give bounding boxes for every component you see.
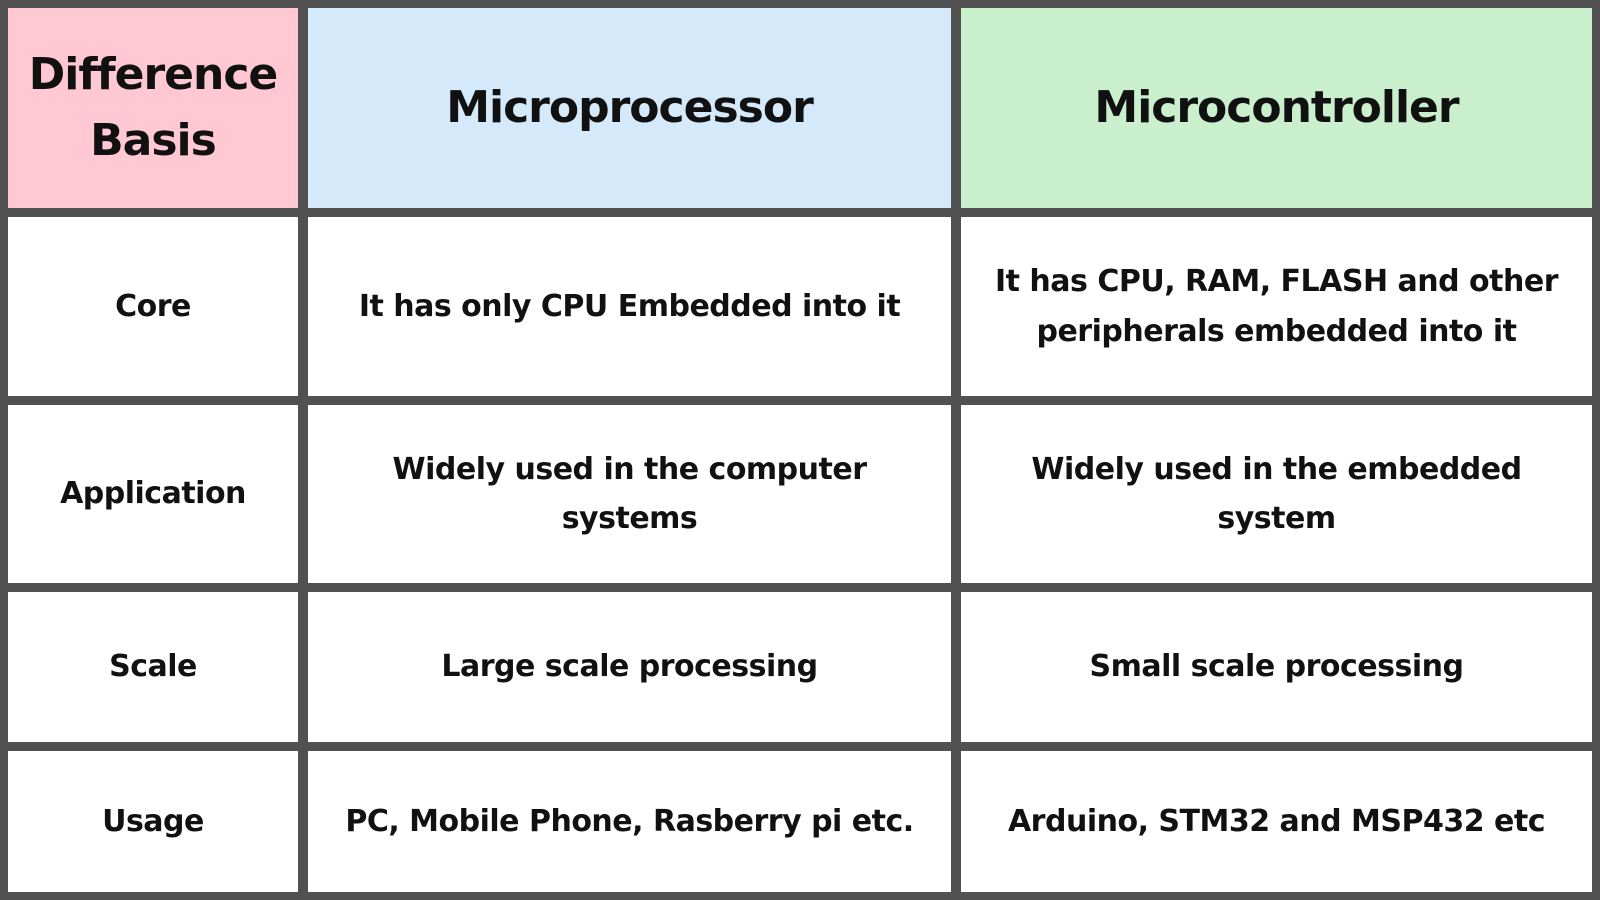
- row-label-core: Core: [8, 217, 298, 396]
- cell-application-microprocessor: Widely used in the computer systems: [308, 405, 951, 583]
- cell-core-microcontroller: It has CPU, RAM, FLASH and other periphe…: [961, 217, 1592, 396]
- cell-scale-microcontroller: Small scale processing: [961, 592, 1592, 742]
- cell-scale-microprocessor: Large scale processing: [308, 592, 951, 742]
- row-label-usage: Usage: [8, 751, 298, 892]
- header-microprocessor: Microprocessor: [308, 8, 951, 208]
- cell-core-microprocessor: It has only CPU Embedded into it: [308, 217, 951, 396]
- row-label-scale: Scale: [8, 592, 298, 742]
- cell-usage-microprocessor: PC, Mobile Phone, Rasberry pi etc.: [308, 751, 951, 892]
- cell-usage-microcontroller: Arduino, STM32 and MSP432 etc: [961, 751, 1592, 892]
- header-microcontroller: Microcontroller: [961, 8, 1592, 208]
- cell-application-microcontroller: Widely used in the embedded system: [961, 405, 1592, 583]
- row-label-application: Application: [8, 405, 298, 583]
- header-difference-basis: Difference Basis: [8, 8, 298, 208]
